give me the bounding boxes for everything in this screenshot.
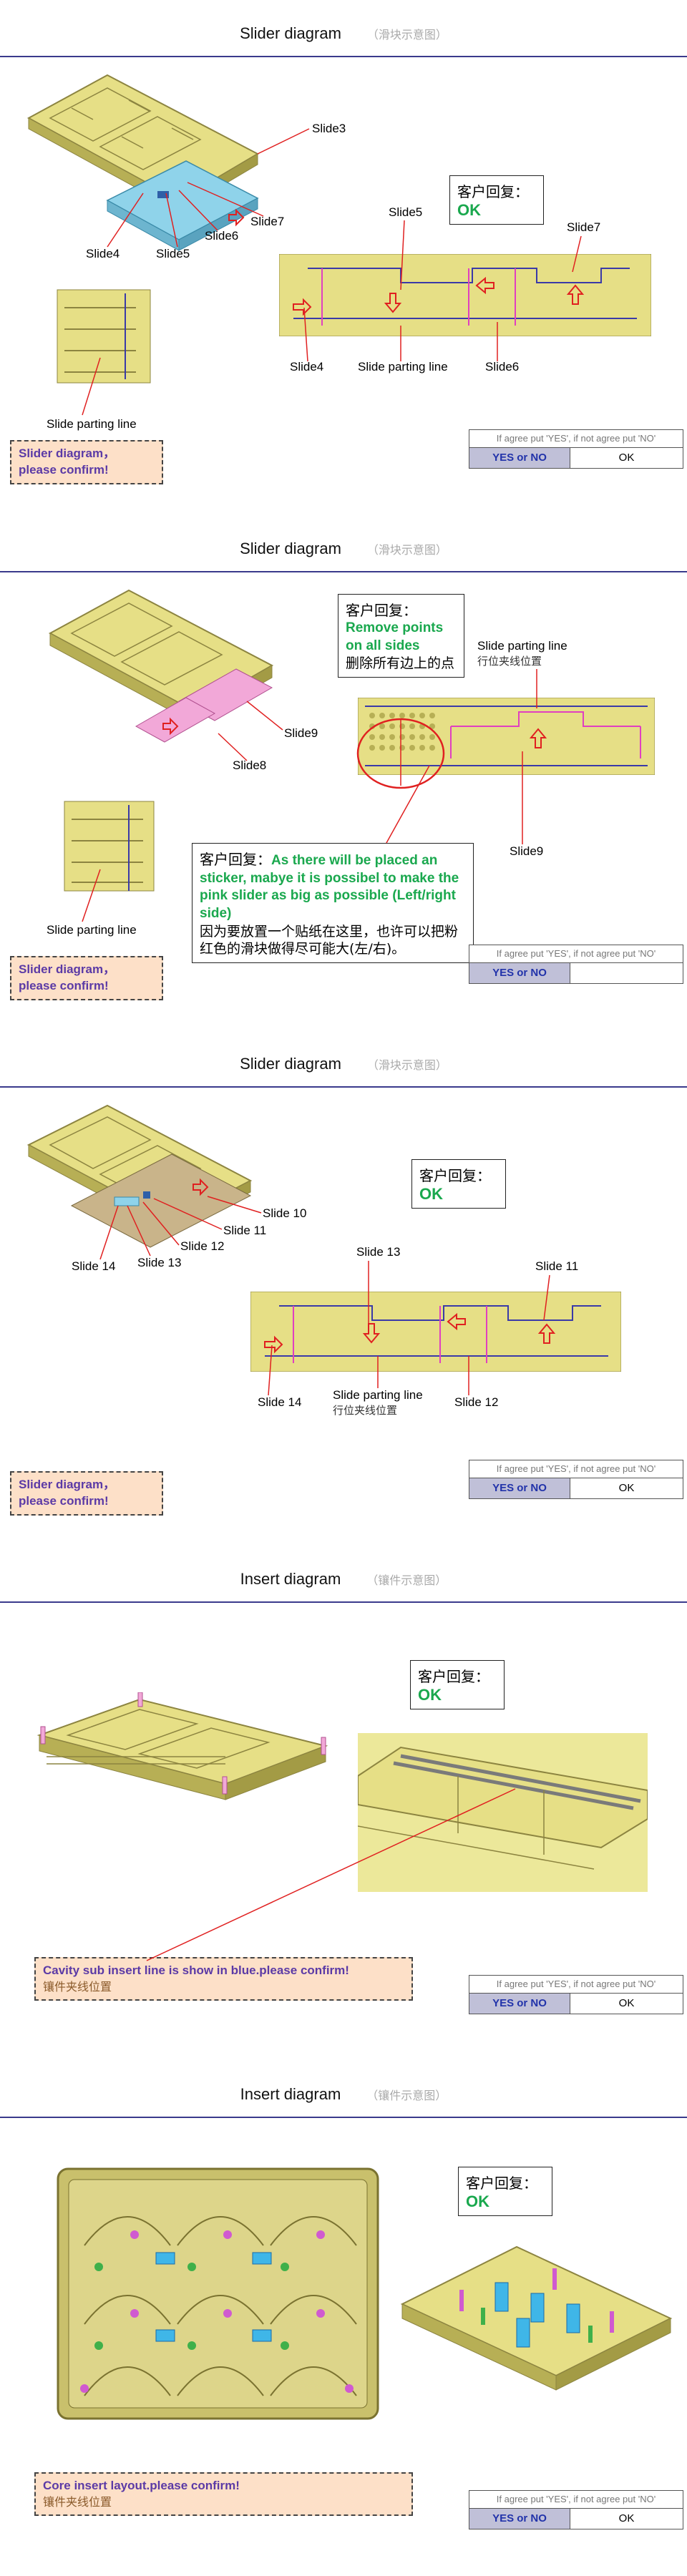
leader-lines [82, 128, 582, 416]
confirm-note: Slider diagram， please confirm! [10, 440, 163, 484]
confirm-note: Slider diagram， please confirm! [10, 956, 163, 1000]
section-title: Slider diagram（滑块示意图） [240, 540, 447, 557]
answer-cell[interactable]: OK [618, 452, 635, 464]
slide12-right-label: Slide 12 [454, 1395, 499, 1409]
slide7-label: Slide7 [250, 215, 285, 228]
parting-line-closeup [57, 289, 151, 384]
slide9-right-label: Slide9 [510, 844, 544, 858]
answer-cell[interactable]: OK [618, 2512, 635, 2524]
section-title: Slider diagram（滑块示意图） [240, 24, 447, 42]
slide3-label: Slide3 [312, 122, 346, 135]
parting-line-label-left: Slide parting line [47, 417, 137, 431]
section-slider-2: Slider diagram（滑块示意图） Slide9 Slide8 Slid… [0, 515, 687, 1030]
parting-line-closeup [64, 801, 155, 892]
slide7-right-label: Slide7 [567, 220, 601, 234]
insert-closeup [358, 1733, 648, 1892]
customer-reply-1: 客户回复： Remove points on all sides 删除所有边上的… [338, 594, 464, 678]
slide13-label: Slide 13 [137, 1256, 182, 1269]
customer-reply-2: 客户回复：As there will be placed an sticker,… [192, 843, 474, 964]
customer-reply: 客户回复： OK [449, 175, 544, 225]
title-rule [0, 1086, 687, 1088]
slide14-right-label: Slide 14 [258, 1395, 302, 1409]
leader-lines [146, 1788, 516, 1961]
slide11-right-label: Slide 11 [535, 1259, 579, 1273]
slider-section-view [358, 698, 655, 775]
title-rule [0, 56, 687, 57]
section-title: Insert diagram（镶件示意图） [240, 1570, 447, 1588]
slide4-label: Slide4 [86, 247, 120, 260]
slide8-label: Slide8 [233, 758, 267, 772]
confirm-note: Cavity sub insert line is show in blue.p… [34, 1957, 413, 2001]
parting-line-label-left: Slide parting line [47, 923, 137, 937]
leader-lines [82, 669, 537, 922]
section-title: Slider diagram（滑块示意图） [240, 1055, 447, 1073]
slide5-right-label: Slide5 [389, 205, 423, 219]
yes-no-box: If agree put 'YES', if not agree put 'NO… [469, 1460, 683, 1499]
confirm-note: Slider diagram， please confirm! [10, 1471, 163, 1516]
section-title: Insert diagram（镶件示意图） [240, 2085, 447, 2103]
title-rule [0, 2117, 687, 2118]
yes-no-box: If agree put 'YES', if not agree put 'NO… [469, 945, 683, 984]
slide4-right-label: Slide4 [290, 360, 324, 374]
slide6-label: Slide6 [205, 229, 239, 243]
answer-cell[interactable]: OK [618, 1482, 635, 1494]
slide6-right-label: Slide6 [485, 360, 520, 374]
section-insert-1: Insert diagram（镶件示意图） 客户回复： OK Cavity su… [0, 1546, 687, 2061]
customer-reply: 客户回复： OK [458, 2167, 552, 2216]
slide13-right-label: Slide 13 [356, 1245, 401, 1259]
core-insert-3d-view [400, 2245, 673, 2391]
yes-no-box: If agree put 'YES', if not agree put 'NO… [469, 1975, 683, 2014]
slide9-label: Slide9 [284, 726, 318, 740]
slide12-label: Slide 12 [180, 1239, 225, 1253]
yes-no-box: If agree put 'YES', if not agree put 'NO… [469, 2490, 683, 2529]
section-slider-3: Slider diagram（滑块示意图） Slide 10 Slide 11 … [0, 1030, 687, 1546]
leader-lines [99, 1196, 550, 1396]
confirm-note: Core insert layout.please confirm! 镶件夹线位… [34, 2472, 413, 2516]
section-slider-1: Slider diagram（滑块示意图） Slide3 Slide4 Slid… [0, 0, 687, 515]
title-rule [0, 1601, 687, 1603]
yes-no-box: If agree put 'YES', if not agree put 'NO… [469, 429, 683, 469]
slide5-label: Slide5 [156, 247, 190, 260]
slider-section-view [250, 1292, 621, 1372]
core-insert-layout [57, 2167, 379, 2420]
answer-cell[interactable]: OK [618, 1997, 635, 2009]
part-3d-view [48, 589, 274, 743]
part-3d-view [26, 1104, 253, 1248]
slide11-label: Slide 11 [223, 1224, 267, 1237]
part-3d-view [36, 1692, 328, 1800]
slider-section-view [279, 254, 651, 336]
slide10-label: Slide 10 [263, 1206, 307, 1220]
section-insert-2: Insert diagram（镶件示意图） 客户回复： OK Core inse… [0, 2061, 687, 2576]
parting-line-right-label: Slide parting line [358, 360, 448, 374]
part-3d-view [26, 74, 260, 251]
slide14-label: Slide 14 [72, 1259, 116, 1273]
title-rule [0, 571, 687, 572]
customer-reply: 客户回复： OK [411, 1159, 506, 1209]
customer-reply: 客户回复： OK [410, 1660, 505, 1709]
